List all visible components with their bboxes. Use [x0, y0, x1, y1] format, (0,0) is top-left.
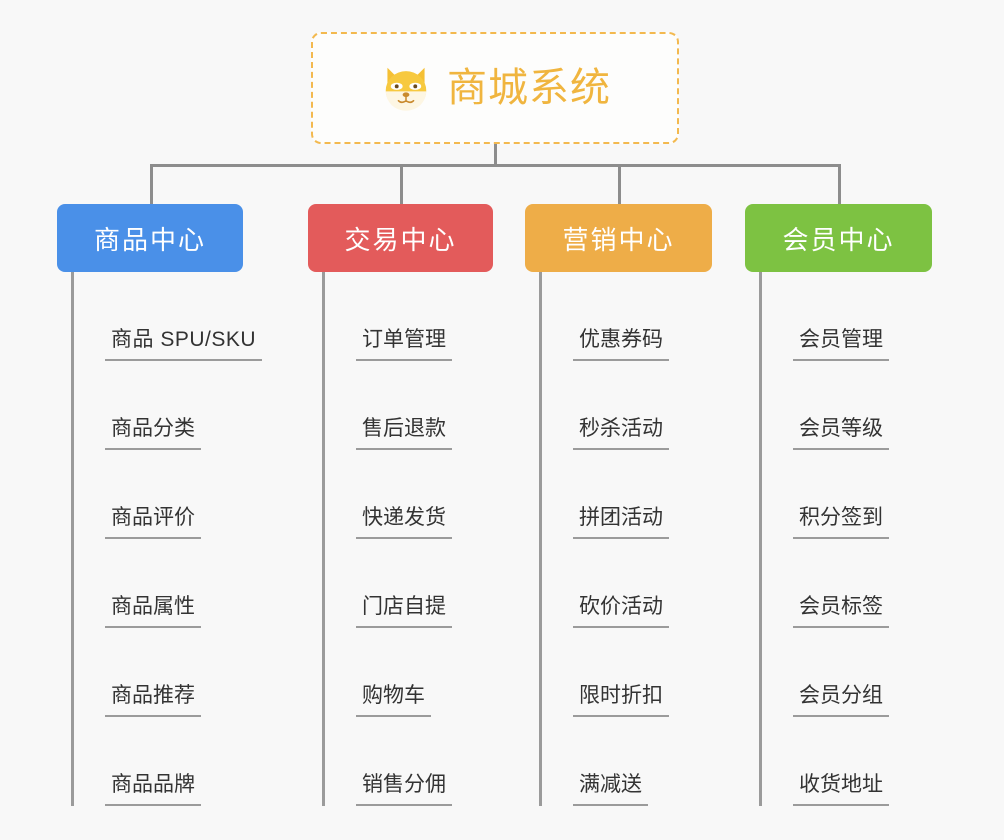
list-item[interactable]: 会员分组: [762, 628, 932, 717]
list-item[interactable]: 商品品牌: [74, 717, 243, 806]
leaf-label: 商品属性: [105, 594, 201, 628]
connector-branch-3: [618, 164, 621, 204]
leaf-list-product-center: 商品 SPU/SKU 商品分类 商品评价 商品属性 商品推荐 商品品牌: [71, 272, 263, 806]
leaf-label: 订单管理: [356, 327, 452, 361]
branch-label: 会员中心: [782, 224, 895, 255]
list-item[interactable]: 售后退款: [325, 361, 493, 450]
list-item[interactable]: 收货地址: [762, 717, 932, 806]
leaf-label: 购物车: [356, 683, 431, 717]
list-item[interactable]: 商品分类: [74, 361, 243, 450]
leaf-label: 限时折扣: [573, 683, 669, 717]
branch-member-center: 会员中心 会员管理 会员等级 积分签到 会员标签 会员分组 收货地址: [745, 204, 932, 806]
leaf-label: 会员管理: [793, 327, 889, 361]
leaf-label: 商品 SPU/SKU: [105, 327, 263, 361]
list-item[interactable]: 会员标签: [762, 539, 932, 628]
branch-marketing-center: 营销中心 优惠券码 秒杀活动 拼团活动 砍价活动 限时折扣 满减送: [525, 204, 712, 806]
branch-label: 商品中心: [93, 224, 206, 255]
leaf-label: 商品评价: [105, 505, 201, 539]
list-item[interactable]: 商品属性: [74, 539, 243, 628]
leaf-label: 拼团活动: [573, 505, 669, 539]
list-item[interactable]: 商品推荐: [74, 628, 243, 717]
list-item[interactable]: 拼团活动: [542, 450, 712, 539]
list-item[interactable]: 订单管理: [325, 272, 493, 361]
list-item[interactable]: 满减送: [542, 717, 712, 806]
list-item[interactable]: 销售分佣: [325, 717, 493, 806]
list-item[interactable]: 积分签到: [762, 450, 932, 539]
branch-header-product-center[interactable]: 商品中心: [57, 204, 243, 272]
leaf-label: 商品分类: [105, 416, 201, 450]
list-item[interactable]: 门店自提: [325, 539, 493, 628]
list-item[interactable]: 购物车: [325, 628, 493, 717]
list-item[interactable]: 优惠券码: [542, 272, 712, 361]
list-item[interactable]: 商品评价: [74, 450, 243, 539]
leaf-label: 会员分组: [793, 683, 889, 717]
leaf-label: 快递发货: [356, 505, 452, 539]
leaf-label: 收货地址: [793, 772, 889, 806]
leaf-label: 会员标签: [793, 594, 889, 628]
leaf-list-transaction-center: 订单管理 售后退款 快递发货 门店自提 购物车 销售分佣: [322, 272, 493, 806]
leaf-label: 积分签到: [793, 505, 889, 539]
leaf-label: 优惠券码: [573, 327, 669, 361]
branch-label: 营销中心: [562, 224, 675, 255]
leaf-label: 商品推荐: [105, 683, 201, 717]
branch-transaction-center: 交易中心 订单管理 售后退款 快递发货 门店自提 购物车 销售分佣: [308, 204, 493, 806]
list-item[interactable]: 会员管理: [762, 272, 932, 361]
connector-horizontal-bus: [150, 164, 841, 167]
leaf-label: 门店自提: [356, 594, 452, 628]
branch-header-marketing-center[interactable]: 营销中心: [525, 204, 712, 272]
branch-product-center: 商品中心 商品 SPU/SKU 商品分类 商品评价 商品属性 商品推荐 商品品牌: [57, 204, 263, 806]
branch-header-transaction-center[interactable]: 交易中心: [308, 204, 493, 272]
branch-label: 交易中心: [344, 224, 457, 255]
leaf-label: 秒杀活动: [573, 416, 669, 450]
leaf-list-member-center: 会员管理 会员等级 积分签到 会员标签 会员分组 收货地址: [759, 272, 932, 806]
leaf-label: 商品品牌: [105, 772, 201, 806]
list-item[interactable]: 砍价活动: [542, 539, 712, 628]
root-title: 商城系统: [447, 66, 611, 110]
shiba-dog-face-icon: [385, 67, 427, 111]
root-node[interactable]: 商城系统: [311, 32, 679, 144]
leaf-label: 满减送: [573, 772, 648, 806]
connector-root-stem: [494, 144, 497, 166]
connector-branch-2: [400, 164, 403, 204]
list-item[interactable]: 快递发货: [325, 450, 493, 539]
list-item[interactable]: 限时折扣: [542, 628, 712, 717]
leaf-list-marketing-center: 优惠券码 秒杀活动 拼团活动 砍价活动 限时折扣 满减送: [539, 272, 712, 806]
leaf-label: 砍价活动: [573, 594, 669, 628]
connector-branch-1: [150, 164, 153, 204]
leaf-label: 售后退款: [356, 416, 452, 450]
connector-branch-4: [838, 164, 841, 204]
leaf-label: 会员等级: [793, 416, 889, 450]
list-item[interactable]: 秒杀活动: [542, 361, 712, 450]
leaf-label: 销售分佣: [356, 772, 452, 806]
branch-header-member-center[interactable]: 会员中心: [745, 204, 932, 272]
list-item[interactable]: 会员等级: [762, 361, 932, 450]
list-item[interactable]: 商品 SPU/SKU: [74, 272, 263, 361]
